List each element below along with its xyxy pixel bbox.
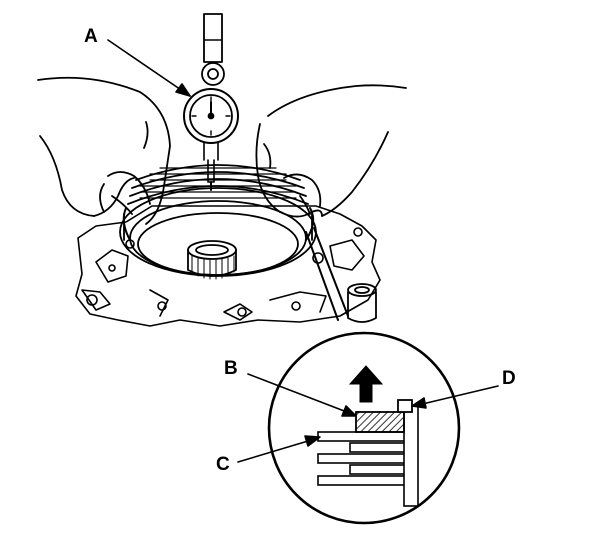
callout-b-label: B bbox=[224, 358, 238, 379]
left-hand bbox=[37, 76, 171, 225]
detail-leader bbox=[305, 227, 349, 321]
transmission-housing bbox=[75, 205, 381, 327]
cylinder-part bbox=[347, 283, 377, 323]
lift-arrow bbox=[348, 365, 384, 403]
leader-d bbox=[413, 385, 499, 407]
callout-d-label: D bbox=[502, 368, 516, 389]
drum-wall bbox=[403, 405, 419, 507]
callout-leaders bbox=[107, 39, 499, 463]
leader-a bbox=[107, 39, 191, 97]
plate-5 bbox=[317, 475, 411, 486]
dial-indicator bbox=[183, 13, 239, 191]
callout-c-label: C bbox=[216, 454, 230, 475]
plate-2 bbox=[349, 442, 411, 453]
end-plate-hatched bbox=[355, 411, 405, 433]
snap-ring-detail bbox=[397, 399, 413, 413]
plate-3 bbox=[317, 453, 411, 464]
right-hand bbox=[255, 84, 407, 218]
leader-c bbox=[237, 437, 319, 463]
splined-hub bbox=[187, 240, 237, 280]
detail-circle bbox=[267, 331, 461, 525]
plate-top bbox=[317, 431, 411, 442]
leader-b bbox=[247, 373, 353, 415]
callout-a-label: A bbox=[84, 26, 98, 47]
plate-4 bbox=[349, 464, 411, 475]
